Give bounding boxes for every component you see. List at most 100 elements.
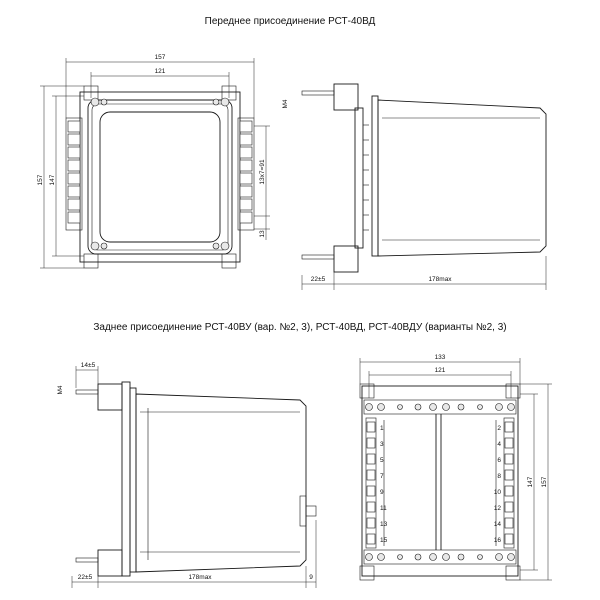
screw-icon [365,553,373,561]
dim-rear-offset: 22±5 [78,574,93,581]
screw-icon [429,553,437,561]
front-view: 157 121 157 147 13x7=91 13 [37,54,270,269]
dim-stud-length: 14±5 [81,362,96,369]
rear-right-terminal-strip [503,417,515,549]
front-tab-bl [83,253,99,269]
rear-tab-bl [359,565,375,581]
screw-icon [442,403,450,411]
terminal-icon [239,185,253,198]
dim-height-outer: 157 [37,174,44,185]
terminal-icon [366,533,376,545]
dim-height-outer: 157 [541,476,548,487]
terminal-icon [366,469,376,481]
terminal-label: 11 [380,505,387,512]
rear-boss [299,495,307,527]
bracket-top [333,83,359,111]
dim-width-outer: 133 [435,354,446,361]
terminal-label: 7 [380,473,384,480]
terminal-icon [504,469,514,481]
rear-view: 1 3 5 7 9 11 13 15 2 4 6 8 10 12 14 16 1… [359,354,552,581]
terminal-icon [239,172,253,185]
screw-icon [212,98,220,106]
terminal-label: 16 [494,537,502,544]
rear-flange [129,387,137,573]
screw-icon [414,403,422,411]
terminal-icon [504,517,514,529]
terminal-label: 13 [380,521,388,528]
terminal-label: 14 [494,521,502,528]
housing-body [377,99,547,257]
terminal-icon [239,120,253,133]
terminal-label: 3 [380,441,384,448]
screw-icon [429,403,437,411]
screw-icon [90,97,100,107]
terminal-icon [67,211,81,224]
dim-height-inner: 147 [527,476,534,487]
terminal-label: 9 [380,489,384,496]
terminal-icon [67,185,81,198]
bracket-bottom [97,549,123,577]
screw-icon [477,404,483,410]
dim-width-inner: 121 [155,68,166,75]
dim-front-offset: 22±5 [311,276,326,283]
terminal-icon [366,437,376,449]
terminal-icon [504,501,514,513]
screw-icon [365,403,373,411]
terminal-icon [504,437,514,449]
terminal-icon [67,133,81,146]
terminal-icon [366,421,376,433]
screw-icon [90,241,100,251]
dim-stud-thread: M4 [282,99,289,108]
dim-rear-depth: 178max [188,574,212,581]
rear-top-bar [363,399,517,415]
terminal-icon [504,533,514,545]
housing-flange [371,95,379,257]
terminal-label: 5 [380,457,384,464]
mount-panel [354,107,364,249]
dim-front-depth: 178max [428,276,452,283]
screw-icon [397,404,403,410]
terminal-label: 10 [494,489,502,496]
terminal-icon [504,421,514,433]
bracket-top [97,383,123,411]
housing-body [135,393,307,573]
dim-rear-boss: 9 [309,574,313,581]
terminal-label: 1 [380,425,384,432]
screw-icon [220,97,230,107]
terminal-icon [67,198,81,211]
screw-icon [457,403,465,411]
front-connection-title: Переднее присоединение РСТ-40ВД [205,16,376,27]
bracket-bottom [333,245,359,273]
front-cover-inner [91,103,229,251]
terminal-label: 4 [497,441,501,448]
dim-width-outer: 157 [155,54,166,61]
terminal-icon [504,485,514,497]
screw-icon [495,553,503,561]
rear-mount-plate [121,381,131,577]
terminal-icon [67,172,81,185]
front-right-terminal-strip [237,117,255,231]
screw-icon [377,553,385,561]
screw-icon [507,553,515,561]
rear-tab-tr [505,383,521,399]
front-left-terminal-strip [65,117,83,231]
terminal-icon [366,517,376,529]
front-cover [87,99,233,255]
terminal-icon [67,159,81,172]
screw-icon [477,554,483,560]
terminal-icon [239,146,253,159]
dim-width-inner: 121 [435,367,446,374]
terminal-icon [366,485,376,497]
front-window [99,111,221,243]
rear-side-view: 14±5 M4 22±5 178max 9 [57,362,317,588]
terminal-icon [366,501,376,513]
rear-boss-pin [305,505,317,517]
screw-icon [377,403,385,411]
screw-icon [397,554,403,560]
screw-icon [414,553,422,561]
rear-bottom-bar [363,549,517,565]
screw-icon [212,242,220,250]
dim-height-inner: 147 [49,174,56,185]
